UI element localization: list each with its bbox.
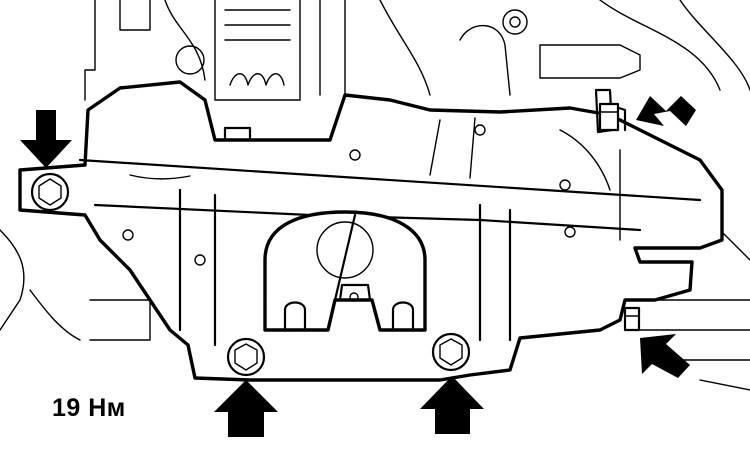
left-bolt [30, 172, 70, 212]
arrow-upper-right-bolt [636, 96, 696, 126]
bottom-center-bolt [431, 332, 471, 372]
background-engine-parts [0, 0, 750, 391]
intake-manifold [18, 80, 724, 382]
bottom-left-bolt [226, 337, 266, 377]
arrow-bottom-left-bolt [214, 380, 278, 437]
arrow-bottom-center-bolt [420, 376, 484, 434]
bolts [30, 102, 641, 377]
torque-value-label: 19 Нм [52, 394, 126, 422]
callout-arrows [20, 96, 696, 437]
lower-right-bolt [623, 306, 641, 332]
arrow-lower-right-bolt [640, 334, 690, 378]
upper-right-bolt [598, 102, 620, 132]
arrow-left-bolt [20, 110, 72, 168]
